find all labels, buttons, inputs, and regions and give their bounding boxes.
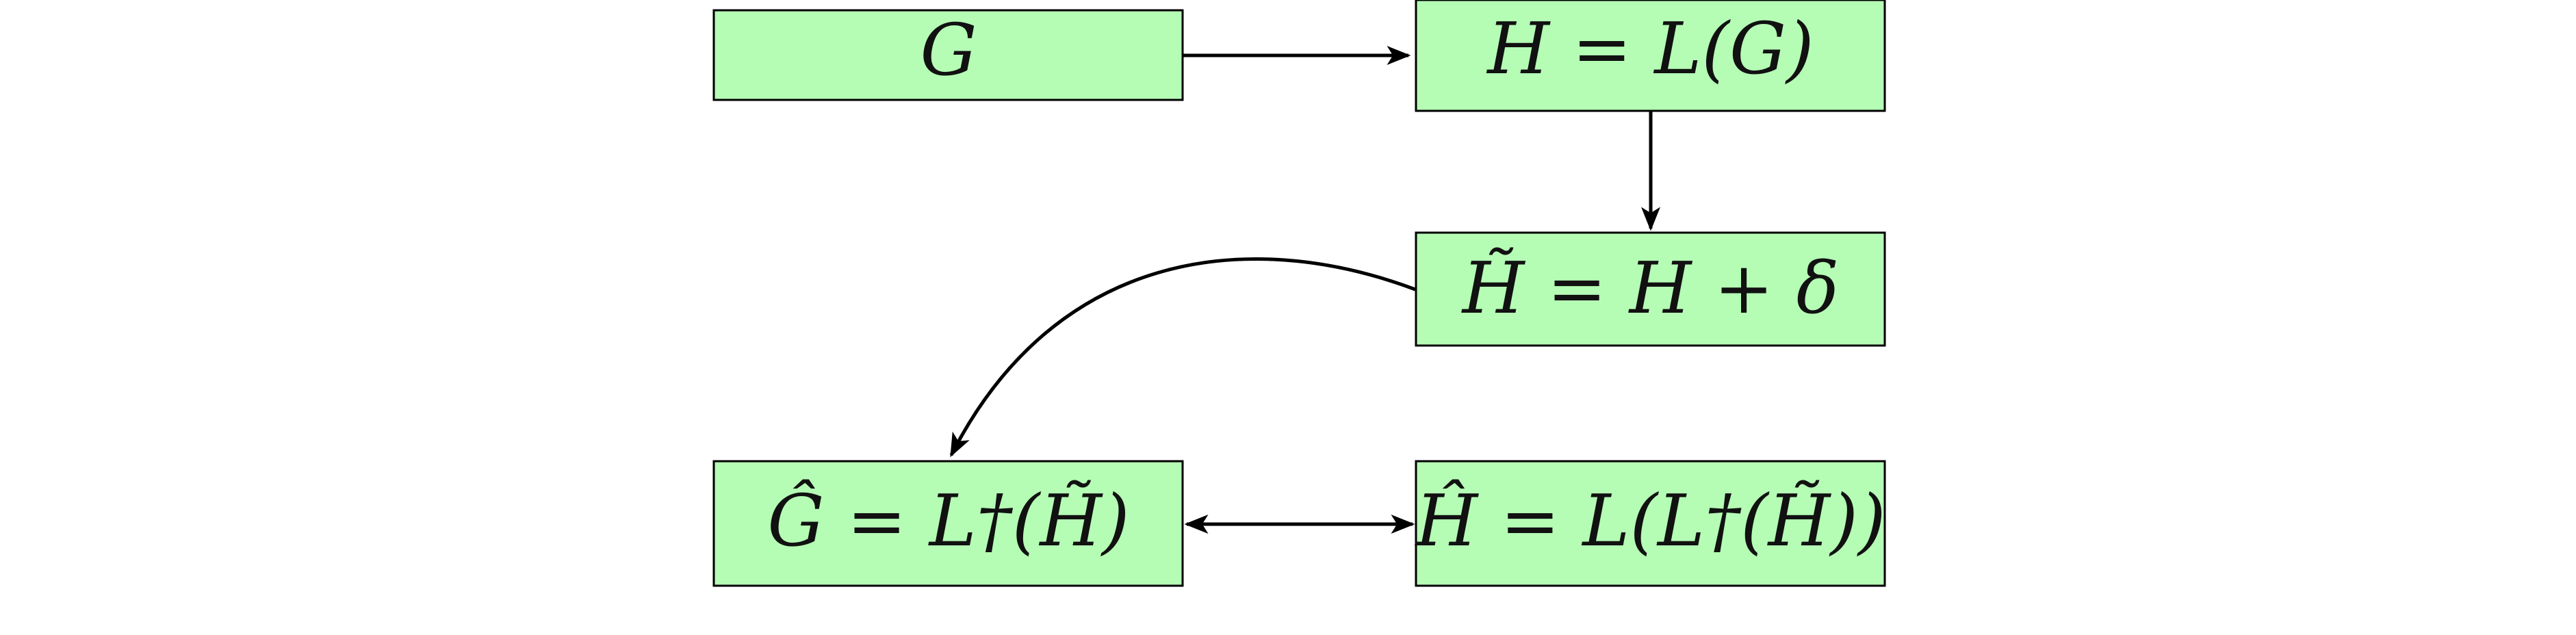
node-h-tilde-label: H̃ = H + δ <box>1461 246 1840 330</box>
node-h-tilde-box <box>1415 231 1886 347</box>
edge-h-tilde-to-g-hat <box>949 257 1416 458</box>
node-h-hat-label: Ĥ = L(L†(H̃)) <box>1414 478 1885 562</box>
node-g: G <box>712 8 1184 101</box>
node-h: H = L(G) <box>1415 0 1886 112</box>
node-h-hat-box <box>1415 460 1886 587</box>
edges <box>949 46 1660 534</box>
node-g-hat: Ĝ = L†(H̃) <box>712 460 1184 587</box>
node-g-hat-label: Ĝ = L†(H̃) <box>767 478 1129 562</box>
node-g-box <box>712 9 1184 101</box>
node-g-hat-box <box>712 460 1184 587</box>
node-h-label: H = L(G) <box>1486 7 1814 90</box>
node-h-hat: Ĥ = L(L†(H̃)) <box>1414 460 1886 587</box>
node-h-tilde: H̃ = H + δ <box>1415 231 1886 347</box>
node-h-box <box>1415 0 1886 112</box>
node-g-label: G <box>920 8 977 92</box>
